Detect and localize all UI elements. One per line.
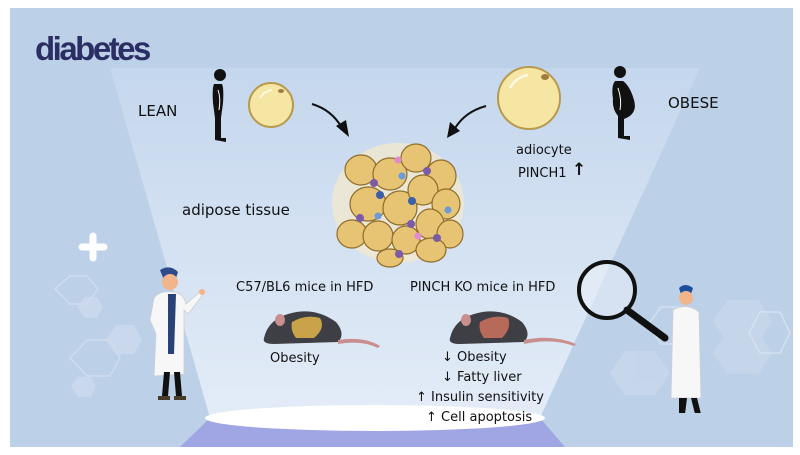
up-arrow-icon: ↑ xyxy=(426,410,437,425)
brand-logo: diabetes xyxy=(35,30,151,67)
pinch1-up-arrow-icon: ↑ xyxy=(572,160,587,180)
ko-mouse-normal-liver-icon xyxy=(449,311,576,346)
scientist-right-magnifier-icon xyxy=(577,260,702,413)
ko-outcome-text: Obesity xyxy=(457,350,507,365)
lean-person-icon xyxy=(212,69,226,142)
arrow-lean-to-tissue-icon xyxy=(311,103,349,137)
ko-outcome-item: ↑ Cell apoptosis xyxy=(426,410,532,425)
right-hexagons xyxy=(610,300,772,395)
plus-icon xyxy=(78,232,108,262)
left-hexagons-filled xyxy=(71,297,142,397)
ko-outcome-item: ↓ Obesity xyxy=(442,350,507,365)
control-outcome-obesity: Obesity xyxy=(270,351,320,366)
ko-outcome-text: Insulin sensitivity xyxy=(431,390,544,405)
adipose-tissue-label: adipose tissue xyxy=(182,201,290,219)
ko-outcome-text: Cell apoptosis xyxy=(441,410,533,425)
control-mouse-fatty-liver-icon xyxy=(263,311,380,348)
ko-mice-title: PINCH KO mice in HFD xyxy=(410,280,556,295)
control-mice-title: C57/BL6 mice in HFD xyxy=(236,280,374,295)
ko-outcome-item: ↓ Fatty liver xyxy=(442,370,522,385)
ko-outcome-text: Fatty liver xyxy=(457,370,522,385)
stage-spot xyxy=(205,405,545,431)
obese-adipocyte-icon xyxy=(497,66,561,130)
obese-label: OBESE xyxy=(668,94,719,112)
ko-outcome-item: ↑ Insulin sensitivity xyxy=(416,390,544,405)
arrow-obese-to-tissue-icon xyxy=(447,105,487,138)
down-arrow-icon: ↓ xyxy=(442,370,453,385)
left-hexagons xyxy=(53,275,121,377)
scientist-left-icon xyxy=(149,267,205,400)
lean-adipocyte-icon xyxy=(248,82,294,128)
adipocyte-label: adiocyte xyxy=(516,143,572,158)
obese-person-icon xyxy=(612,66,635,140)
up-arrow-icon: ↑ xyxy=(416,390,427,405)
figure-panel: diabetes LEAN OBESE adiocyte PINCH1 ↑ ad… xyxy=(10,8,793,447)
pinch1-label: PINCH1 xyxy=(518,166,567,181)
lean-label: LEAN xyxy=(138,102,178,120)
down-arrow-icon: ↓ xyxy=(442,350,453,365)
adipose-tissue-cluster-icon xyxy=(332,143,464,268)
